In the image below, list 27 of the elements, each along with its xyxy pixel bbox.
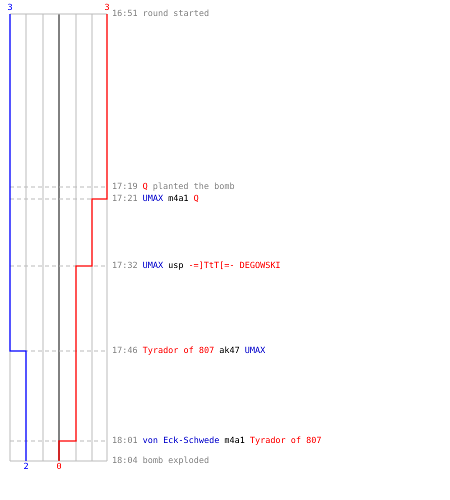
count-label: 3 <box>104 3 110 13</box>
event-text: bomb exploded <box>142 456 210 466</box>
event-text: planted the bomb <box>152 182 235 192</box>
count-label: 2 <box>23 462 29 472</box>
weapon-name: m4a1 <box>168 194 189 204</box>
weapon-name: ak47 <box>219 346 240 356</box>
player-name: -=]TtT[=- DEGOWSKI <box>188 261 281 271</box>
player-name: UMAX <box>142 194 164 204</box>
player-name: Q <box>142 182 148 192</box>
timestamp: 17:19 <box>112 182 138 192</box>
player-name: UMAX <box>244 346 266 356</box>
timestamp: 17:32 <box>112 261 138 271</box>
weapon-name: usp <box>168 261 184 271</box>
timestamp: 18:04 <box>112 456 138 466</box>
event-text: round started <box>142 9 210 19</box>
count-label: 0 <box>56 462 62 472</box>
count-label: 3 <box>7 3 13 13</box>
player-name: Q <box>194 194 199 204</box>
player-name: Tyrador of 807 <box>250 436 322 446</box>
timestamp: 17:21 <box>112 194 138 204</box>
timestamp: 18:01 <box>112 436 138 446</box>
player-name: Tyrador of 807 <box>142 346 214 356</box>
timestamp: 17:46 <box>112 346 138 356</box>
player-name: von Eck-Schwede <box>142 436 220 446</box>
player-name: UMAX <box>142 261 164 271</box>
weapon-name: m4a1 <box>224 436 245 446</box>
timestamp: 16:51 <box>112 9 138 19</box>
